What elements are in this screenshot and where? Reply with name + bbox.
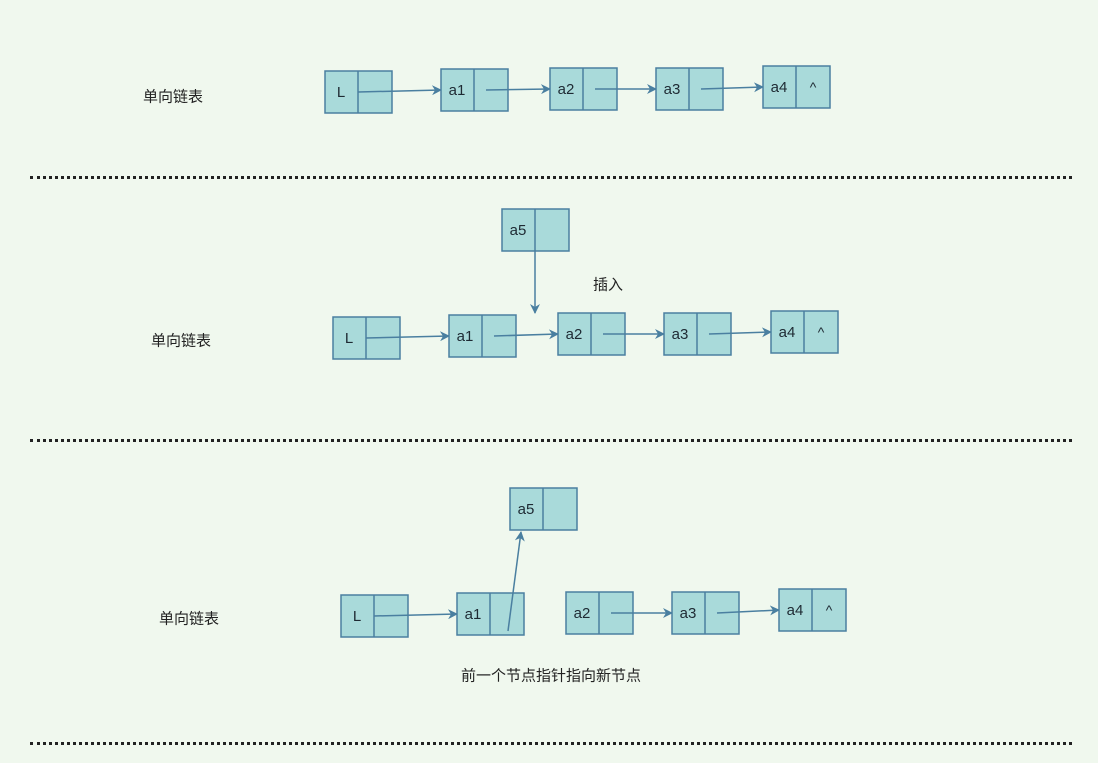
row3-node-a1-label: a1 (465, 606, 482, 623)
row2-node-a1-label: a1 (457, 328, 474, 345)
row3-node-a4-null-pointer: ^ (826, 602, 833, 618)
row1-node-a2-label: a2 (558, 81, 575, 98)
row2-node-a4-label: a4 (779, 324, 796, 341)
row1-node-L-label: L (337, 84, 345, 101)
row3-node-L-label: L (353, 608, 361, 625)
row2-title: 单向链表 (150, 331, 212, 350)
row1-arrow-a1 (485, 84, 551, 95)
divider-3 (30, 742, 1072, 745)
row2-node-L-label: L (345, 330, 353, 347)
row1-arrow-L (357, 85, 442, 96)
row1-title: 单向链表 (142, 87, 204, 106)
row2-node-a3-label: a3 (672, 326, 689, 343)
row2-arrow-a3 (708, 327, 772, 338)
row1-arrow-a3 (700, 82, 764, 93)
row2-arrow-L (365, 331, 450, 342)
row2-arrow-a1 (493, 329, 559, 340)
row3-node-a3-label: a3 (680, 605, 697, 622)
a1-to-a5-arrow (507, 531, 525, 632)
divider-2 (30, 439, 1072, 442)
row3-arrow-a3 (716, 605, 780, 616)
row1-node-a1-label: a1 (449, 82, 466, 99)
divider-1 (30, 176, 1072, 179)
pointer-annotation: 前一个节点指针指向新节点 (460, 666, 642, 685)
row1-node-a4-label: a4 (771, 79, 788, 96)
row2-new-node-a5-label: a5 (510, 222, 527, 239)
row3-title: 单向链表 (158, 609, 220, 628)
row2-node-a2-label: a2 (566, 326, 583, 343)
row3-node-a4-label: a4 (787, 602, 804, 619)
row3-new-node-a5-label: a5 (518, 501, 535, 518)
row1-node-a3-label: a3 (664, 81, 681, 98)
insert-annotation: 插入 (592, 275, 624, 294)
row2-node-a4-null-pointer: ^ (818, 324, 825, 340)
row3-arrow-L (373, 609, 458, 620)
row1-node-a4-null-pointer: ^ (810, 79, 817, 95)
row3-node-a2-label: a2 (574, 605, 591, 622)
